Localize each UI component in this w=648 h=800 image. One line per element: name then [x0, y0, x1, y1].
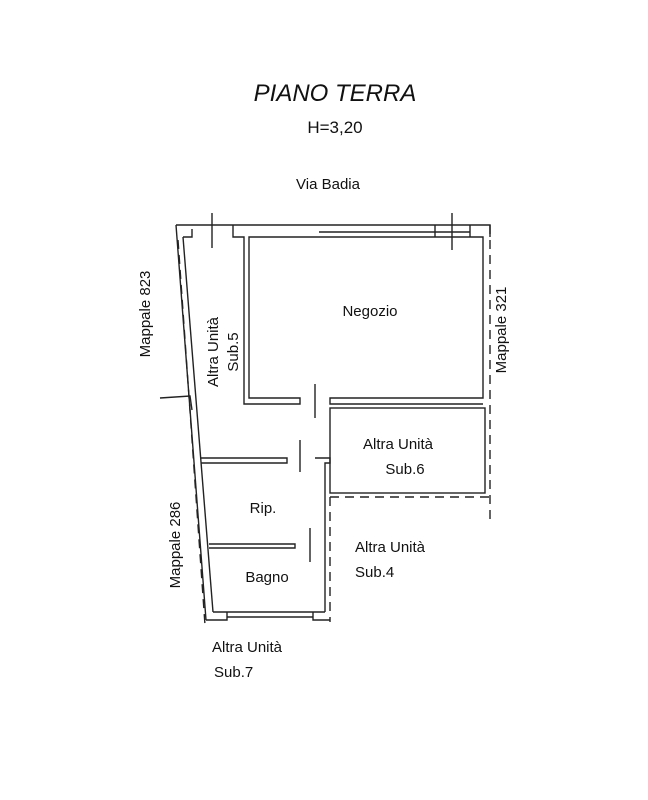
unit-sub7-line1: Altra Unità: [212, 639, 283, 656]
street-label: Via Badia: [296, 176, 361, 193]
room-negozio: Negozio: [342, 303, 397, 320]
unit-sub6-line2: Sub.6: [385, 461, 424, 478]
unit-sub5-line1: Altra Unità: [205, 316, 222, 387]
room-rip: Rip.: [250, 500, 277, 517]
height-label: H=3,20: [307, 118, 362, 137]
parcel-823: Mappale 823: [137, 271, 154, 358]
unit-sub5-line2: Sub.5: [225, 332, 242, 371]
walls: [159, 213, 491, 626]
unit-sub7-line2: Sub.7: [214, 664, 253, 681]
unit-sub4-line2: Sub.4: [355, 564, 394, 581]
room-bagno: Bagno: [245, 569, 288, 586]
unit-sub4-line1: Altra Unità: [355, 539, 426, 556]
parcel-286: Mappale 286: [167, 502, 184, 589]
parcel-321: Mappale 321: [493, 287, 510, 374]
plan-title: PIANO TERRA: [254, 80, 417, 107]
unit-sub6-line1: Altra Unità: [363, 436, 434, 453]
